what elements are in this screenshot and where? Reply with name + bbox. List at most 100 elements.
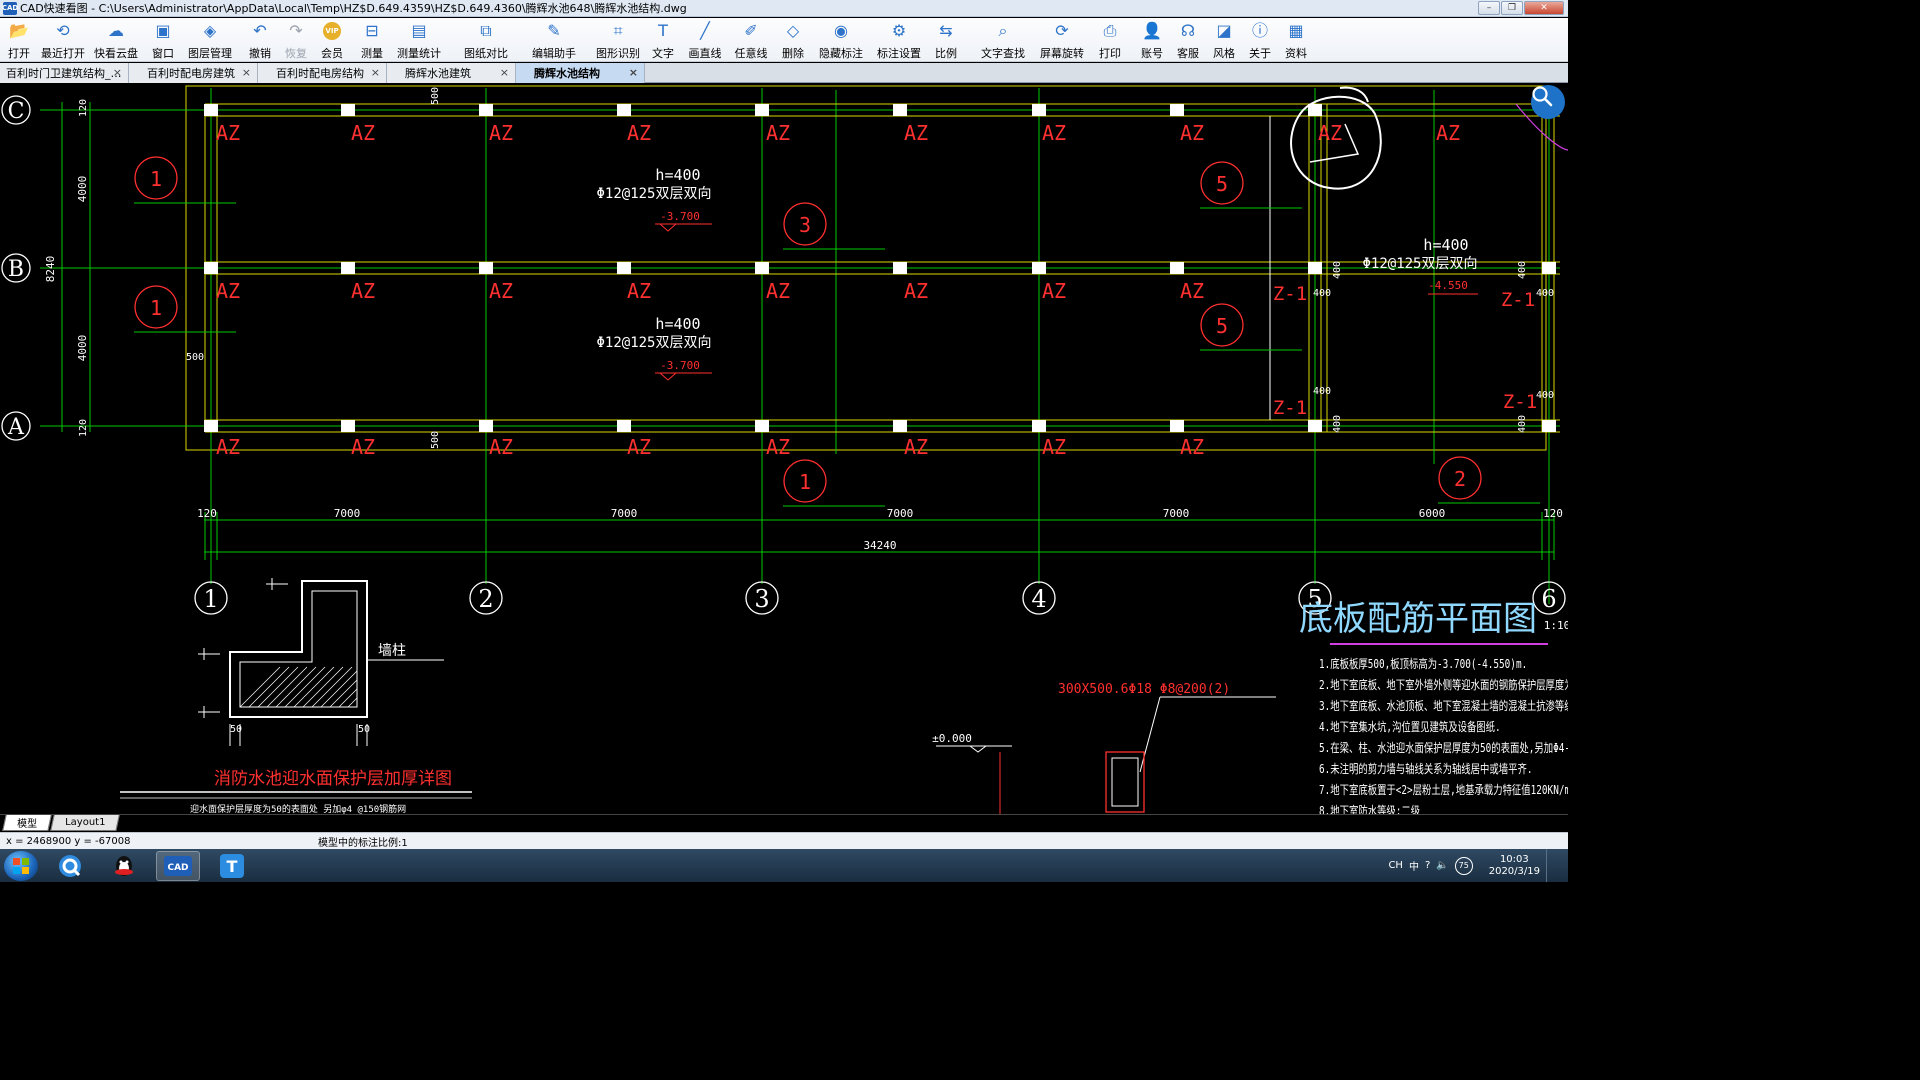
ime-indicator[interactable]: 中 <box>1408 862 1419 873</box>
column-label-az: AZ <box>489 435 513 459</box>
style-icon: ◪ <box>1216 21 1232 40</box>
toolbar-cloud-button[interactable]: ☁快看云盘 <box>88 18 144 62</box>
help-icon[interactable]: ? <box>1424 860 1431 871</box>
dimension-text: 4000 <box>76 335 89 362</box>
document-tab[interactable]: 腾辉水池结构 × <box>516 63 645 83</box>
toolbar-label: 标注设置 <box>877 47 921 60</box>
toolbar-eraser-button[interactable]: ◇删除 <box>774 18 812 62</box>
volume-icon[interactable]: 🔈 <box>1436 860 1449 871</box>
column-square <box>479 104 493 116</box>
hide-annotation-icon: ◉ <box>834 21 848 40</box>
column-square <box>1032 420 1046 432</box>
dimension-text: 400 <box>1313 288 1331 299</box>
show-desktop-button[interactable] <box>1546 849 1558 882</box>
document-tab[interactable]: 百利时门卫建筑结构_…× <box>0 63 129 83</box>
toolbar-layers-button[interactable]: ◈图层管理 <box>182 18 238 62</box>
tab-close-icon[interactable]: × <box>499 66 509 79</box>
minimize-button[interactable]: – <box>1478 1 1500 15</box>
taskbar-qq[interactable] <box>102 851 146 881</box>
vip-badge: VIP <box>323 22 341 40</box>
restore-button[interactable]: ❐ <box>1501 1 1523 15</box>
magnifier-button[interactable] <box>1531 85 1565 119</box>
column-axis-label: 2 <box>478 585 493 613</box>
toolbar-line-button[interactable]: ╱画直线 <box>682 18 728 62</box>
toolbar-label: 任意线 <box>734 47 768 60</box>
markup-stroke <box>1309 123 1360 163</box>
toolbar-window-button[interactable]: ▣窗口 <box>144 18 182 62</box>
qq-penguin-icon <box>115 855 133 876</box>
status-bar: x = 2468900 y = -67008 模型中的标注比例:1 <box>0 832 1568 849</box>
edit-assistant-icon: ✎ <box>547 21 561 40</box>
region-marker-circle <box>1438 456 1482 500</box>
clock[interactable]: 10:03 2020/3/19 <box>1489 854 1540 878</box>
toolbar-label: 打印 <box>1099 47 1121 60</box>
toolbar-edit-assistant-button[interactable]: ✎ 编辑助手 <box>524 18 584 62</box>
toolbar-style-button[interactable]: ◪风格 <box>1206 18 1242 62</box>
layout-tab[interactable]: 模型 <box>2 815 52 831</box>
document-tab[interactable]: 百利时配电房结构× <box>258 63 387 83</box>
tab-close-icon[interactable]: × <box>112 66 122 79</box>
clock-date: 2020/3/19 <box>1488 865 1540 877</box>
dimension-text: 500 <box>186 352 204 363</box>
toolbar-print-button[interactable]: ⎙打印 <box>1090 18 1130 62</box>
taskbar-text-app[interactable]: T <box>210 851 254 881</box>
row-axis-bubble <box>1 253 31 283</box>
tab-close-icon[interactable]: × <box>370 66 380 79</box>
toolbar-text-search-button[interactable]: ⌕文字查找 <box>972 18 1034 62</box>
design-note-line: 6.未注明的剪力墙与轴线关系为轴线居中或墙平齐. <box>1319 762 1533 776</box>
row-axis-label: C <box>8 99 25 124</box>
detail-hatch <box>329 679 358 708</box>
freehand-icon: ✐ <box>744 21 758 40</box>
security-badge[interactable]: 75 <box>1454 856 1473 875</box>
toolbar-account-button[interactable]: 👤账号 <box>1134 18 1170 62</box>
tab-close-icon[interactable]: × <box>628 66 638 79</box>
close-button[interactable]: ✕ <box>1524 1 1564 15</box>
toolbar-compare-button[interactable]: ⧉图纸对比 <box>456 18 516 62</box>
toolbar-label: 最近打开 <box>41 47 85 60</box>
toolbar-scale-button[interactable]: ⇆比例 <box>928 18 964 62</box>
layout-tab[interactable]: Layout1 <box>50 815 121 831</box>
toolbar-label: 账号 <box>1141 47 1163 60</box>
tab-close-icon[interactable]: × <box>241 66 251 79</box>
toolbar-redo-button[interactable]: ↷恢复 <box>278 18 314 62</box>
toolbar-freehand-button[interactable]: ✐ 任意线 <box>728 18 774 62</box>
region-marker-number: 2 <box>1454 467 1466 491</box>
clock-time: 10:03 <box>1499 853 1529 865</box>
toolbar-open-folder-button[interactable]: 📂打开 <box>0 18 38 62</box>
document-tab[interactable]: 百利时配电房建筑× <box>129 63 258 83</box>
toolbar-label: 编辑助手 <box>532 47 576 60</box>
column-square <box>1308 420 1322 432</box>
dimension-text: 400 <box>1332 261 1343 279</box>
slab-thickness-note: h=400 <box>1423 236 1468 254</box>
column-axis-label: 6 <box>1541 585 1556 613</box>
column-square <box>755 420 769 432</box>
toolbar-recent-button[interactable]: ⟲最近打开 <box>38 18 88 62</box>
taskbar-browser[interactable] <box>48 851 92 881</box>
toolbar-undo-button[interactable]: ↶撤销 <box>242 18 278 62</box>
document-tab-label: 腾辉水池结构 <box>534 67 600 80</box>
toolbar-measure-stats-button[interactable]: ▤测量统计 <box>390 18 448 62</box>
taskbar-cad-viewer[interactable]: CAD <box>156 850 200 881</box>
markup-circle <box>1290 86 1382 190</box>
toolbar-headset-button[interactable]: ☊客服 <box>1170 18 1206 62</box>
toolbar-label: 资料 <box>1285 47 1307 60</box>
document-tab[interactable]: 腾辉水池建筑× <box>387 63 516 83</box>
toolbar-hide-annotation-button[interactable]: ◉隐藏标注 <box>812 18 870 62</box>
toolbar-materials-button[interactable]: ▦资料 <box>1278 18 1314 62</box>
design-note-line: 3.地下室底板、水池顶板、地下室混凝土墙的混凝土抗渗等级为P6,混凝 <box>1319 699 1568 713</box>
language-indicator[interactable]: CH <box>1388 860 1403 871</box>
toolbar-annotation-settings-button[interactable]: ⚙标注设置 <box>870 18 928 62</box>
toolbar-shape-recognition-button[interactable]: ⌗图形识别 <box>592 18 644 62</box>
plan-title: 底板配筋平面图 <box>1299 599 1537 639</box>
toolbar-measure-button[interactable]: ⊟测量 <box>354 18 390 62</box>
start-button[interactable] <box>4 850 38 881</box>
system-tray: CH 中 ? 🔈 75 10:03 2020/3/19 <box>1388 849 1568 882</box>
column-label-az: AZ <box>766 435 790 459</box>
toolbar-rotate-button[interactable]: ⟳屏幕旋转 <box>1034 18 1090 62</box>
slab-thickness-note: h=400 <box>655 315 700 333</box>
